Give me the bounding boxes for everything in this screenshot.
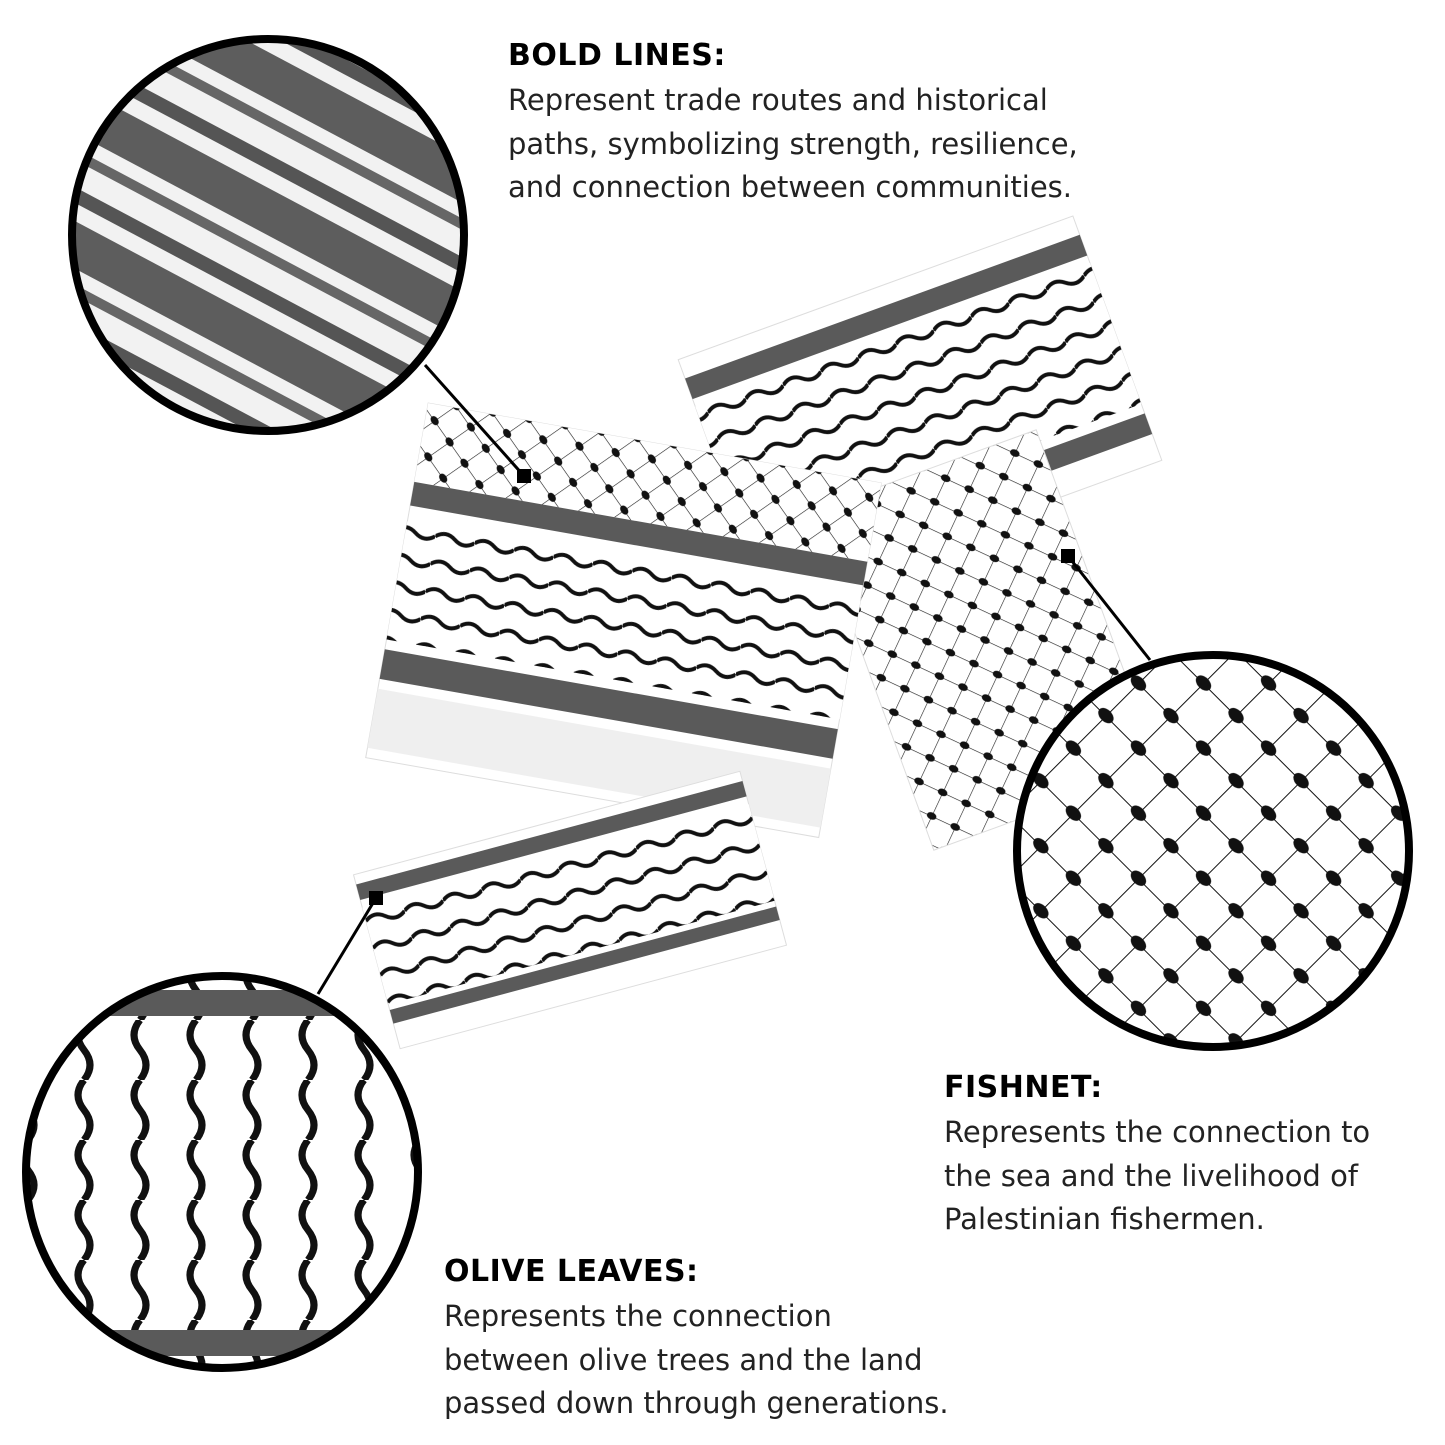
magnifier-bold-lines	[68, 35, 468, 435]
scarf-lower-panel	[352, 770, 788, 1050]
fishnet-caption: FISHNET: Represents the connection to th…	[944, 1068, 1434, 1242]
olive-leaves-description: Represents the connection between olive …	[444, 1299, 949, 1420]
olive-leaves-caption: OLIVE LEAVES: Represents the connection …	[444, 1252, 1064, 1426]
bold-lines-caption: BOLD LINES: Represent trade routes and h…	[508, 36, 1168, 210]
fishnet-heading: FISHNET:	[944, 1070, 1103, 1105]
callout-bold-lines	[423, 364, 531, 483]
olive-leaves-heading: OLIVE LEAVES:	[444, 1254, 699, 1289]
fishnet-description: Represents the connection to the sea and…	[944, 1115, 1371, 1236]
callout-fishnet	[1061, 549, 1152, 661]
bold-lines-heading: BOLD LINES:	[508, 38, 726, 73]
keffiyeh-scarf	[352, 215, 1163, 1050]
magnifier-olive-leaves	[22, 972, 422, 1372]
bold-lines-description: Represent trade routes and historical pa…	[508, 83, 1078, 204]
callout-olive-leaves	[316, 891, 383, 995]
magnifier-fishnet	[1013, 651, 1413, 1051]
scarf-center-panel	[365, 402, 882, 839]
